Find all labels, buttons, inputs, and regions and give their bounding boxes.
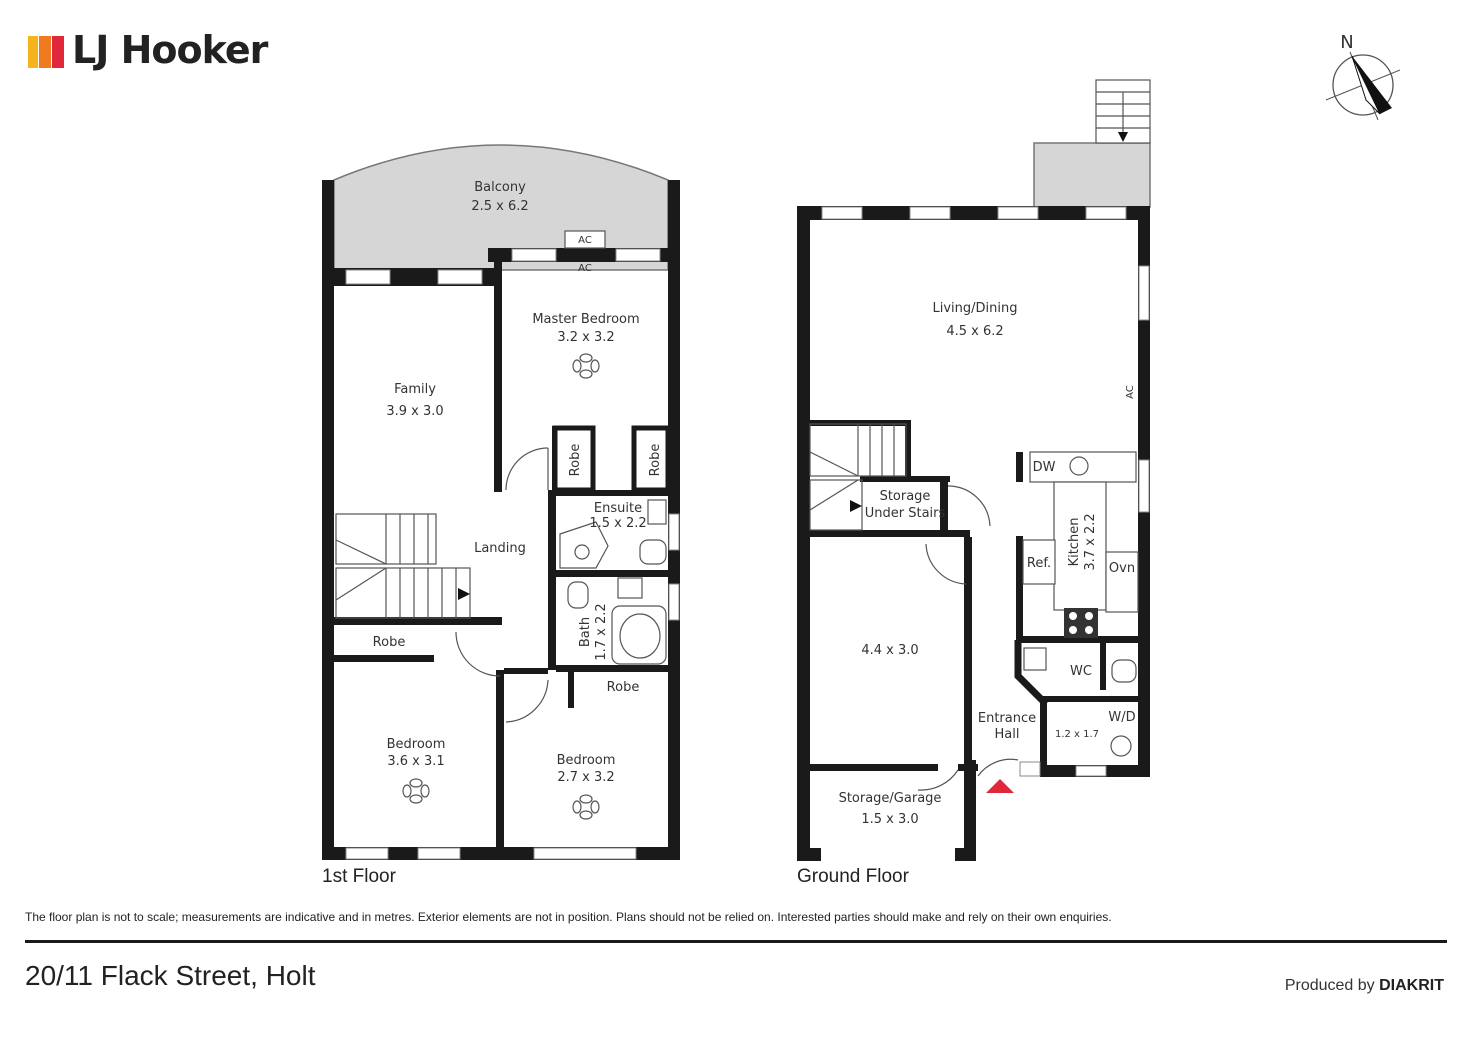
ground-floor-plan: Living/Dining 4.5 x 6.2 AC Storage Under… xyxy=(797,79,1151,861)
compass-label: N xyxy=(1340,32,1353,53)
first-floor-title: 1st Floor xyxy=(322,866,396,887)
master-bedroom-name: Master Bedroom xyxy=(532,312,639,327)
living-name: Living/Dining xyxy=(933,301,1018,316)
garage-name: Storage/Garage xyxy=(839,791,942,806)
bath-size: 1.7 x 2.2 xyxy=(594,603,609,660)
produced-by: Produced by DIAKRIT xyxy=(1285,977,1444,995)
landing-name: Landing xyxy=(474,541,526,556)
bedroom-size: 2.7 x 3.2 xyxy=(557,770,614,785)
family-name: Family xyxy=(394,382,436,397)
bath-name: Bath xyxy=(578,617,593,647)
brand-name: LJ Hooker xyxy=(72,28,268,72)
ref-label: Ref. xyxy=(1027,556,1051,571)
storage-under-stairs-2: Under Stairs xyxy=(865,506,946,521)
divider xyxy=(25,940,1447,943)
wd-label: W/D xyxy=(1108,710,1135,725)
disclaimer-text: The floor plan is not to scale; measurem… xyxy=(25,910,1112,924)
ensuite-name: Ensuite xyxy=(594,501,642,516)
brand-logo-icon xyxy=(28,36,64,68)
entrance-hall-2: Hall xyxy=(995,727,1020,742)
garage-size: 1.5 x 3.0 xyxy=(861,812,918,827)
first-floor-plan: Balcony 2.5 x 6.2 AC AC Family 3.9 x 3.0… xyxy=(322,144,680,860)
bedroom-size: 3.6 x 3.1 xyxy=(387,754,444,769)
balcony-size: 2.5 x 6.2 xyxy=(471,199,528,214)
ceiling-fan-icon xyxy=(402,353,600,820)
bedroom-name: Bedroom xyxy=(557,753,616,768)
entry-marker-icon xyxy=(986,779,1014,793)
ac-label: AC xyxy=(1125,385,1136,399)
laundry-size: 1.2 x 1.7 xyxy=(1055,729,1099,740)
wc-label: WC xyxy=(1070,664,1092,679)
entrance-hall-1: Entrance xyxy=(978,711,1036,726)
dw-label: DW xyxy=(1033,460,1056,475)
produced-by-brand: DIAKRIT xyxy=(1379,977,1444,994)
kitchen-size: 3.7 x 2.2 xyxy=(1083,513,1098,570)
family-size: 3.9 x 3.0 xyxy=(386,404,443,419)
kitchen-name: Kitchen xyxy=(1067,518,1082,567)
balcony-name: Balcony xyxy=(474,180,526,195)
ac-label: AC xyxy=(578,235,592,246)
property-address: 20/11 Flack Street, Holt xyxy=(25,960,316,991)
ground-floor-title: Ground Floor xyxy=(797,866,909,887)
oven-label: Ovn xyxy=(1109,561,1135,576)
living-size: 4.5 x 6.2 xyxy=(946,324,1003,339)
ensuite-size: 1.5 x 2.2 xyxy=(589,516,646,531)
compass-icon: N xyxy=(1325,32,1401,121)
bedroom-name: Bedroom xyxy=(387,737,446,752)
produced-by-prefix: Produced by xyxy=(1284,977,1375,994)
room-size: 4.4 x 3.0 xyxy=(861,643,918,658)
robe-label: Robe xyxy=(648,444,663,477)
robe-label: Robe xyxy=(568,444,583,477)
robe-label: Robe xyxy=(607,680,640,695)
storage-under-stairs-1: Storage xyxy=(880,489,931,504)
robe-label: Robe xyxy=(373,635,406,650)
ac-label: AC xyxy=(578,263,592,274)
master-bedroom-size: 3.2 x 3.2 xyxy=(557,330,614,345)
